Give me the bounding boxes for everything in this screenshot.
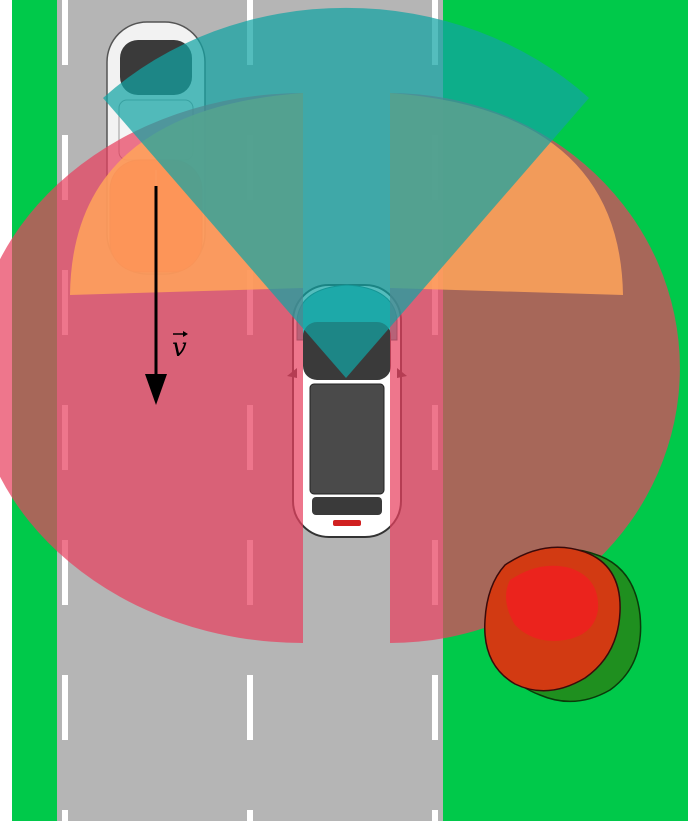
velocity-vector-tip	[183, 331, 188, 337]
ego-car-rear-light	[333, 520, 361, 526]
velocity-arrow-head	[145, 374, 167, 405]
tree-canopy-highlight	[506, 565, 599, 641]
ego-car-rear-window	[312, 497, 382, 515]
ego-car-roof	[309, 383, 385, 495]
tree	[484, 546, 642, 703]
velocity-label: v	[172, 333, 187, 363]
sensor-fields	[0, 7, 680, 643]
velocity-label-group: v	[172, 331, 188, 363]
velocity-arrow	[145, 186, 167, 405]
long-range-sensor-cone	[103, 7, 589, 379]
